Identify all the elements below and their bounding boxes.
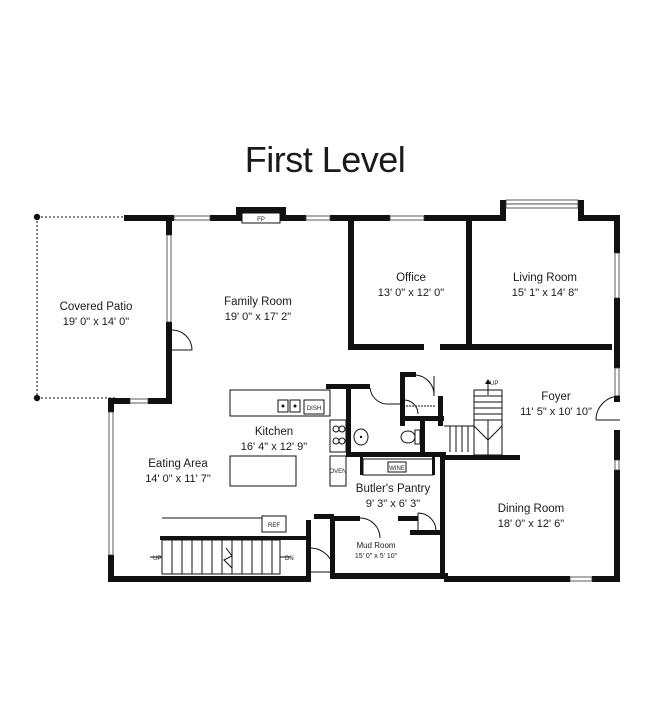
lower-stair-up-label: UP [153, 556, 161, 562]
dining-room-dim: 18' 0" x 12' 6" [498, 518, 565, 530]
lower-stair: UP DN REF [150, 515, 294, 575]
covered-patio-name: Covered Patio [60, 301, 133, 313]
pantry-counter: WINE [362, 458, 434, 476]
family-room-dim: 19' 0" x 17' 2" [225, 311, 292, 323]
foyer-name: Foyer [541, 391, 571, 403]
lower-stair-down-label: DN [285, 556, 294, 562]
butlers-pantry-name: Butler's Pantry [356, 483, 431, 495]
eating-area-name: Eating Area [148, 458, 208, 470]
exterior-walls [108, 200, 620, 582]
foyer-stair: UP [444, 379, 503, 456]
dishwasher-label: DISH [307, 406, 321, 412]
bath-fixtures [353, 405, 436, 446]
wine-label: WINE [389, 466, 405, 472]
room-labels: Covered Patio 19' 0" x 14' 0" Family Roo… [60, 272, 592, 560]
mud-room-name: Mud Room [356, 541, 395, 550]
plan-title: First Level [245, 139, 406, 180]
kitchen-fixtures: DISH OVEN [229, 389, 347, 487]
living-room-name: Living Room [513, 272, 577, 284]
foyer-dim: 11' 5" x 10' 10" [520, 406, 592, 418]
family-room-name: Family Room [224, 296, 292, 308]
kitchen-name: Kitchen [255, 426, 293, 438]
foyer-stair-up-label: UP [490, 381, 498, 387]
covered-patio-dim: 19' 0" x 14' 0" [63, 316, 130, 328]
oven-label: OVEN [329, 469, 346, 475]
covered-patio-outline [33, 213, 166, 402]
windows [108, 199, 620, 582]
living-room-dim: 15' 1" x 14' 8" [512, 287, 579, 299]
butlers-pantry-dim: 9' 3" x 6' 3" [366, 498, 420, 510]
fireplace: FP [241, 212, 281, 224]
interior-walls [160, 221, 612, 582]
fireplace-label: FP [257, 217, 265, 223]
mud-room-dim: 15' 0" x 5' 10" [355, 553, 398, 560]
office-dim: 13' 0" x 12' 0" [378, 287, 445, 299]
doors [171, 329, 621, 573]
eating-area-dim: 14' 0" x 11' 7" [145, 473, 211, 485]
kitchen-dim: 16' 4" x 12' 9" [241, 441, 308, 453]
office-name: Office [396, 272, 426, 284]
dining-room-name: Dining Room [498, 503, 564, 515]
refrigerator-label: REF [268, 523, 280, 529]
